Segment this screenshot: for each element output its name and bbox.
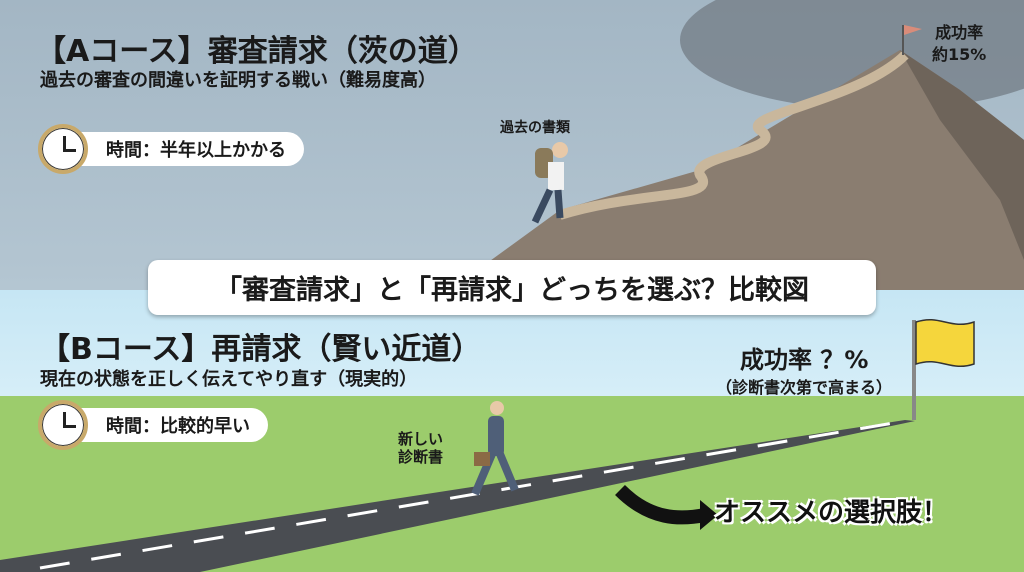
recommend-label: オススメの選択肢！: [714, 498, 949, 528]
label-line: 診断書: [398, 448, 444, 466]
flag-b: [915, 318, 975, 368]
road-lane-markings: [39, 419, 906, 570]
course-b-success-rate: 成功率 ？%: [740, 346, 869, 374]
new-diagnosis-label: 新しい 診断書: [398, 430, 443, 466]
course-a-subtitle: 過去の審査の間違いを証明する戦い（難易度高）: [40, 70, 436, 91]
course-b-success-note: （診断書次第で高まる）: [716, 378, 893, 397]
course-b-time-pill: 時間：比較的早い: [62, 408, 268, 442]
comparison-banner: 「審査請求」と「再請求」どっちを選ぶ？比較図: [148, 260, 876, 315]
course-b-title: 【Bコース】再請求（賢い近道）: [40, 332, 482, 367]
businessman-figure: [471, 401, 519, 496]
past-documents-label: 過去の書類: [500, 120, 570, 136]
success-rate-value: 約15%: [932, 45, 987, 64]
briefcase: [474, 452, 490, 466]
label-line: 新しい: [398, 430, 444, 448]
hiker-figure: [531, 142, 568, 224]
mountain: [450, 50, 1024, 290]
course-b-time: 時間：比較的早い: [106, 416, 250, 437]
course-a-time-pill: 時間：半年以上かかる: [62, 132, 304, 166]
course-a-success-rate: 成功率 約15%: [932, 22, 986, 66]
recommend-arrow: [615, 484, 707, 525]
winding-path: [558, 51, 909, 220]
course-a-time: 時間：半年以上かかる: [106, 140, 286, 161]
clock-icon: [38, 124, 88, 174]
course-b-subtitle: 現在の状態を正しく伝えてやり直す（現実的）: [40, 369, 418, 390]
clock-icon: [38, 400, 88, 450]
course-a-title: 【Aコース】審査請求（茨の道）: [36, 34, 478, 69]
flag-a: [904, 25, 922, 35]
success-rate-label: 成功率: [935, 23, 984, 42]
